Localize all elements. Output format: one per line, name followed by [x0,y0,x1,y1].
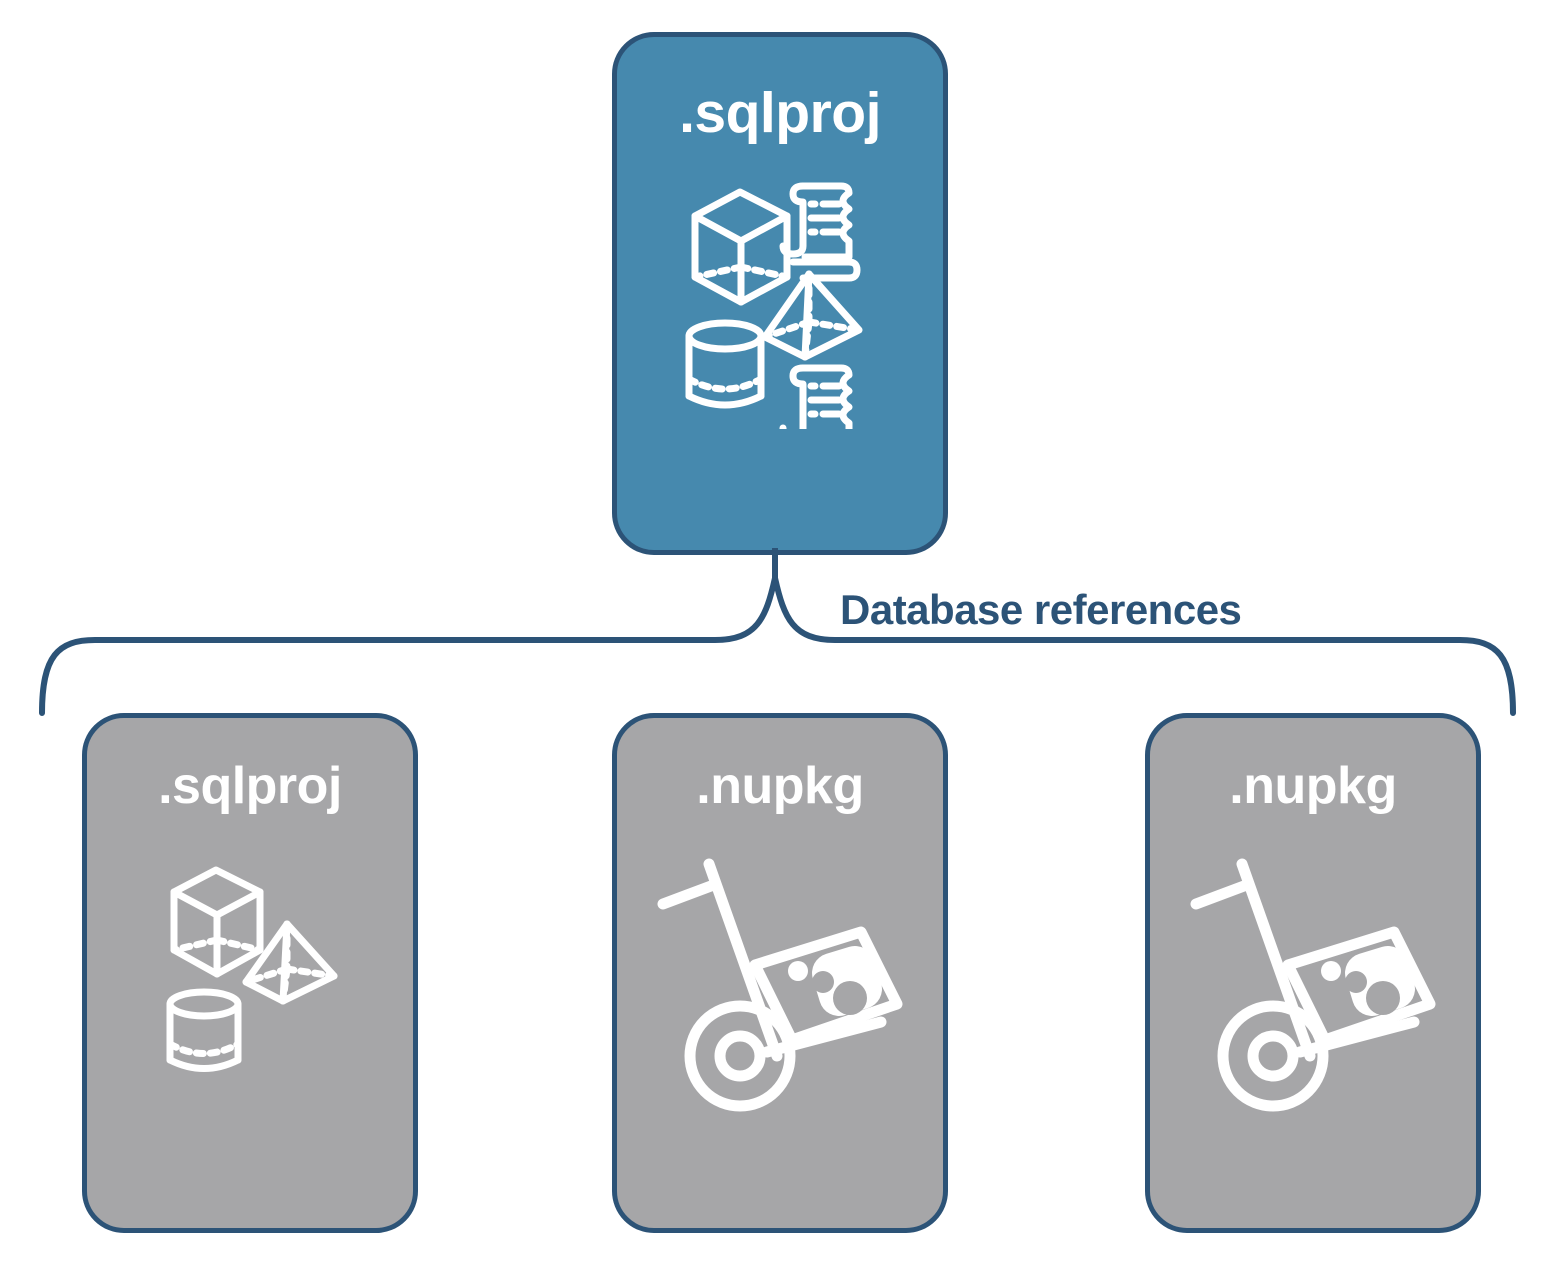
node-reference-nupkg-1[interactable]: .nupkg [612,713,948,1233]
database-objects-icon-group [665,164,895,464]
pyramid-icon [242,920,338,1005]
hand-truck-package-icon [1190,858,1436,1112]
connector-label: Database references [840,586,1242,633]
node-title: .nupkg [696,757,864,815]
scroll-icon [779,364,861,464]
node-title: .nupkg [1229,757,1397,815]
cube-icon [691,188,791,306]
node-reference-nupkg-2[interactable]: .nupkg [1145,713,1481,1233]
cylinder-icon [166,988,242,1072]
package-icon-group [1178,852,1448,1117]
cylinder-icon [685,319,765,409]
database-objects-icon-group [150,852,350,1087]
node-reference-sqlproj[interactable]: .sqlproj [82,713,418,1233]
scroll-icon [779,182,861,282]
database-objects-icon [166,866,338,1072]
database-objects-icon [685,182,863,464]
pyramid-icon [761,270,863,361]
node-title: .sqlproj [158,757,342,815]
cube-icon [170,866,264,978]
brace-connector [39,548,1516,716]
node-sqlproj-root[interactable]: .sqlproj [612,32,948,555]
node-title: .sqlproj [679,81,881,145]
package-icon-group [645,852,915,1117]
hand-truck-package-icon [657,858,903,1112]
